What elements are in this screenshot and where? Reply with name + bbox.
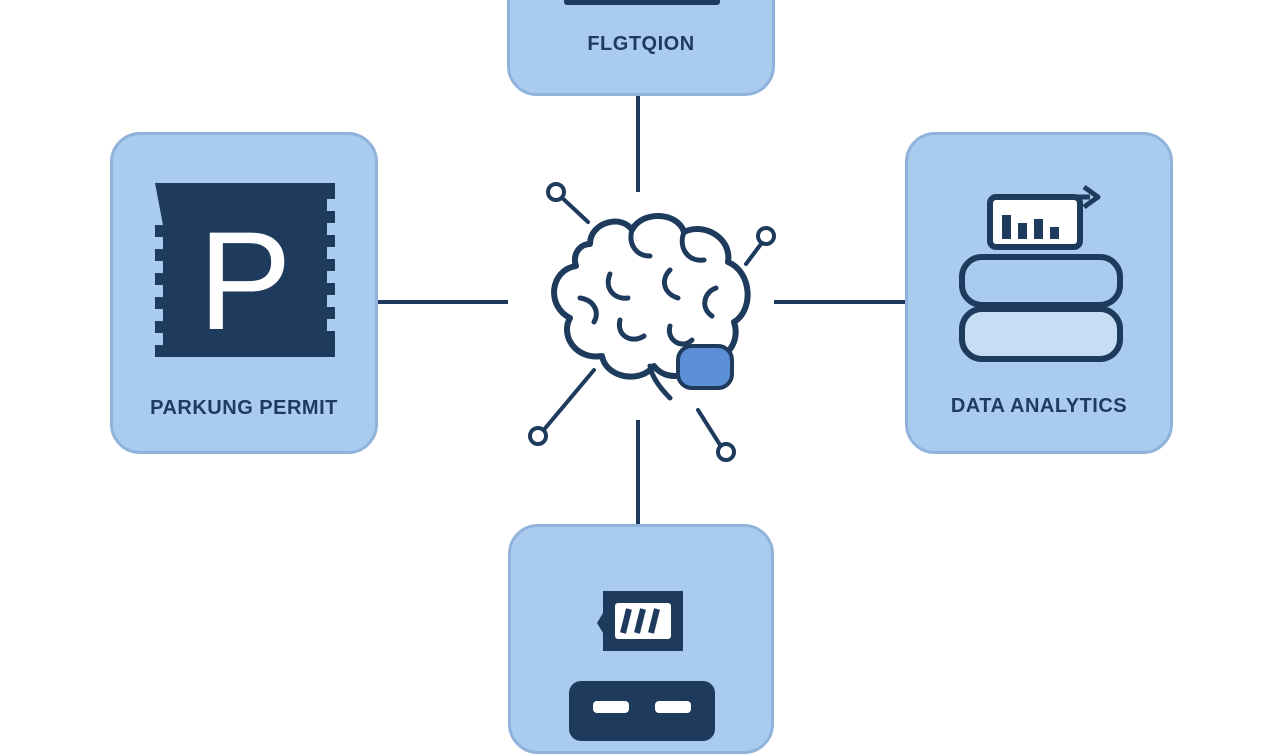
brain-icon: [528, 182, 776, 462]
brain-stem-accent: [676, 344, 734, 390]
parking-permit-icon: P: [155, 183, 335, 359]
node-label-right: DATA ANALYTICS: [950, 395, 1128, 417]
node-card-right: DATA ANALYTICS: [905, 132, 1173, 454]
node-label-left: PARKUNG PERMIT: [150, 397, 338, 419]
node-card-bottom: [508, 524, 774, 754]
top-card-icon: [564, 0, 720, 5]
data-analytics-icon: [959, 184, 1123, 362]
ticket-machine-icon: [569, 591, 715, 741]
node-label-top: FLGTQION: [587, 33, 695, 55]
connector-lines: [378, 96, 906, 524]
node-card-top: FLGTQION: [507, 0, 775, 96]
node-card-left: P PARKUNG PERMIT: [110, 132, 378, 454]
parking-letter: P: [198, 202, 291, 359]
